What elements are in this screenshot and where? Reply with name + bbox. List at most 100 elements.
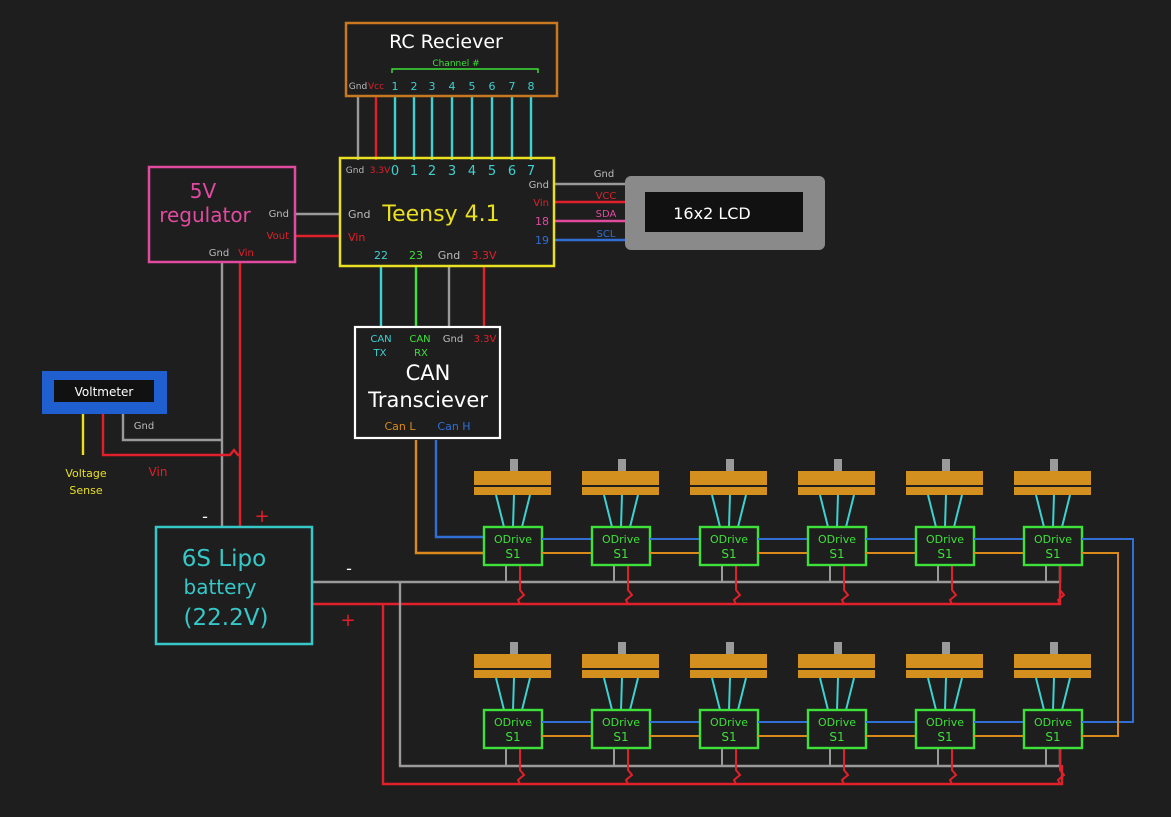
odrive-box bbox=[914, 708, 976, 750]
motor-phase-wire bbox=[603, 677, 613, 711]
motor-phase-wire bbox=[953, 677, 963, 711]
voltmeter: Voltmeter Gnd Voltage Sense Vin bbox=[42, 371, 167, 497]
motor-base bbox=[1014, 487, 1091, 495]
odrive-box bbox=[698, 708, 760, 750]
odrive-power-wire bbox=[732, 565, 742, 605]
odrive-box bbox=[590, 525, 652, 567]
motor-phase-wire bbox=[836, 677, 839, 711]
motor-base bbox=[474, 670, 551, 678]
rc-receiver-title: RC Reciever bbox=[389, 31, 503, 53]
teensy-top-pin-number: 0 bbox=[391, 164, 399, 179]
motor-body bbox=[906, 654, 983, 668]
motor-base bbox=[582, 487, 659, 495]
motor-phase-wire bbox=[512, 494, 515, 528]
motor-body bbox=[798, 654, 875, 668]
teensy-title: Teensy 4.1 bbox=[381, 202, 499, 227]
odrive-array: ODriveS1ODriveS1ODriveS1ODriveS1ODriveS1… bbox=[474, 459, 1134, 785]
can-tx-line2: TX bbox=[373, 348, 387, 359]
regulator-gnd-bottom: Gnd bbox=[209, 248, 229, 259]
motor-base bbox=[906, 487, 983, 495]
teensy-top-pin-number: 2 bbox=[428, 164, 436, 179]
motor-shaft bbox=[834, 642, 842, 656]
battery-plus-right: + bbox=[340, 610, 355, 631]
motor-shaft bbox=[834, 459, 842, 473]
can-3v3-label: 3.3V bbox=[474, 334, 497, 345]
motor-base bbox=[582, 670, 659, 678]
teensy-top-pin-number: 3 bbox=[448, 164, 456, 179]
odrive-power-wire bbox=[840, 748, 850, 785]
lcd-gnd-label: Gnd bbox=[594, 169, 614, 180]
teensy-right-gnd: Gnd bbox=[529, 180, 549, 191]
teensy-top-pin-number: 4 bbox=[468, 164, 476, 179]
odrive-label: ODrive bbox=[1034, 716, 1072, 729]
odrive-model-label: S1 bbox=[937, 730, 952, 744]
motor-phase-wire bbox=[711, 494, 721, 528]
motor-shaft bbox=[618, 459, 626, 473]
motor-phase-wire bbox=[845, 494, 855, 528]
battery-plus-top: + bbox=[254, 506, 269, 527]
lcd-display: 16x2 LCD Gnd VCC SDA SCL bbox=[594, 169, 825, 250]
odrive-label: ODrive bbox=[926, 533, 964, 546]
odrive-label: ODrive bbox=[818, 716, 856, 729]
motor-phase-wire bbox=[629, 494, 639, 528]
odrive-label: ODrive bbox=[1034, 533, 1072, 546]
regulator-title-word: regulator bbox=[159, 203, 251, 227]
odrive-model-label: S1 bbox=[1045, 730, 1060, 744]
motor-shaft bbox=[726, 642, 734, 656]
motor-body bbox=[582, 654, 659, 668]
odrive-model-label: S1 bbox=[829, 730, 844, 744]
odrive-label: ODrive bbox=[926, 716, 964, 729]
rc-channel-number: 5 bbox=[469, 80, 476, 93]
rc-channel-number: 6 bbox=[489, 80, 496, 93]
odrive-model-label: S1 bbox=[613, 547, 628, 561]
odrive-model-label: S1 bbox=[937, 547, 952, 561]
teensy-right-18: 18 bbox=[535, 215, 549, 228]
odrive-label: ODrive bbox=[494, 533, 532, 546]
motor-phase-wire bbox=[944, 677, 947, 711]
wires bbox=[81, 96, 1064, 786]
regulator-gnd-right: Gnd bbox=[269, 209, 289, 220]
motor-phase-wire bbox=[629, 677, 639, 711]
lcd-vcc-label: VCC bbox=[596, 191, 617, 202]
can-title-line2: Transciever bbox=[367, 388, 488, 412]
odrive-model-label: S1 bbox=[505, 547, 520, 561]
battery-line3: (22.2V) bbox=[184, 605, 269, 631]
motor-phase-wire bbox=[1035, 494, 1045, 528]
motor-body bbox=[690, 471, 767, 485]
teensy-top-gnd: Gnd bbox=[346, 166, 364, 176]
regulator-vin-bottom: Vin bbox=[238, 248, 254, 259]
odrive-box bbox=[1022, 525, 1084, 567]
odrive-box bbox=[806, 708, 868, 750]
odrive-power-wire bbox=[840, 565, 850, 605]
motor-body bbox=[582, 471, 659, 485]
rc-channel-number: 1 bbox=[392, 80, 399, 93]
odrive-box bbox=[698, 525, 760, 567]
motor-shaft bbox=[726, 459, 734, 473]
motor-phase-wire bbox=[603, 494, 613, 528]
rc-gnd-label: Gnd bbox=[349, 82, 367, 92]
battery-line1: 6S Lipo bbox=[182, 546, 266, 572]
motor-shaft bbox=[942, 642, 950, 656]
teensy-top-pin-number: 1 bbox=[410, 164, 418, 179]
motor-base bbox=[906, 670, 983, 678]
rc-channel-number: 3 bbox=[429, 80, 436, 93]
motor-phase-wire bbox=[495, 677, 505, 711]
motor-base bbox=[690, 670, 767, 678]
motor-body bbox=[1014, 654, 1091, 668]
odrive-power-wire bbox=[948, 565, 958, 605]
odrive-power-wire bbox=[1056, 748, 1066, 785]
odrive-box bbox=[482, 525, 544, 567]
battery-line2: battery bbox=[184, 575, 257, 599]
odrive-model-label: S1 bbox=[721, 547, 736, 561]
odrive-label: ODrive bbox=[602, 533, 640, 546]
motor-phase-wire bbox=[737, 494, 747, 528]
motor-body bbox=[474, 654, 551, 668]
odrive-box bbox=[1022, 708, 1084, 750]
motor-phase-wire bbox=[620, 494, 623, 528]
